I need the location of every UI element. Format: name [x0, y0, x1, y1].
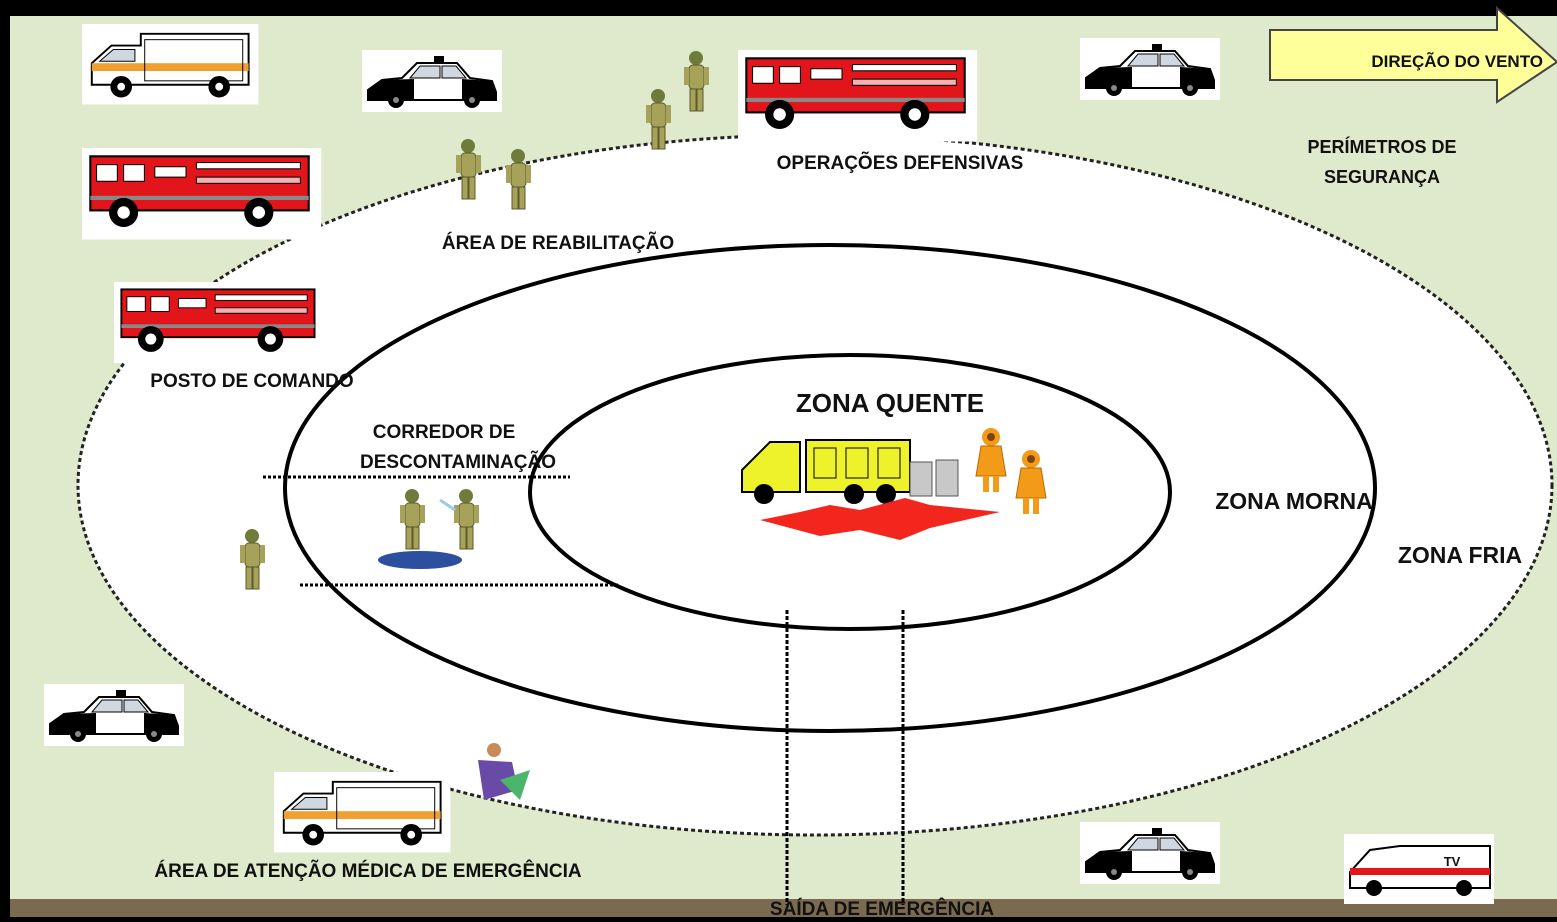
command-post-label: POSTO DE COMANDO: [150, 371, 353, 392]
wind-direction-label: DIREÇÃO DO VENTO: [1371, 51, 1543, 71]
hot-zone-label: ZONA QUENTE: [796, 388, 984, 418]
defensive-operations-label: OPERAÇÕES DEFENSIVAS: [777, 152, 1024, 174]
police-car-top: [361, 49, 503, 113]
decontamination-scene: [378, 488, 480, 569]
decon-corridor-label-line1: CORREDOR DE: [373, 422, 516, 443]
wind-direction-arrow: [1269, 5, 1557, 104]
police-car-top-right: [1079, 37, 1221, 101]
fire-truck-defensive: [736, 48, 979, 143]
safety-perimeters-label-line2: SEGURANÇA: [1324, 167, 1440, 187]
fire-truck-command-post: [113, 281, 327, 364]
bottom-strip: [10, 899, 1557, 917]
tv-van: TV: [1344, 834, 1494, 904]
fire-truck-left: [80, 146, 323, 241]
cold-zone-label: ZONA FRIA: [1398, 542, 1522, 568]
explosion-spill-icon: [760, 498, 1000, 540]
police-car-bottom-left: [43, 683, 185, 747]
police-car-bottom-right: [1079, 821, 1221, 885]
safety-perimeters-label-line1: PERÍMETROS DE: [1307, 136, 1456, 157]
emergency-exit-label: SAÍDA DE EMERGÊNCIA: [770, 898, 994, 917]
warm-zone-label: ZONA MORNA: [1215, 488, 1373, 514]
ambulance-medical-area: [273, 771, 452, 854]
chemical-drums: [909, 459, 959, 497]
tv-van-label: TV: [1444, 854, 1461, 869]
injured-person-icon: [478, 743, 530, 800]
emergency-medical-area-label: ÁREA DE ATENÇÃO MÉDICA DE EMERGÊNCIA: [154, 860, 581, 882]
rehabilitation-area-label: ÁREA DE REABILITAÇÃO: [442, 232, 674, 254]
ambulance-top-left: [81, 23, 260, 106]
hazmat-tanker-truck: [741, 439, 911, 504]
decon-corridor-label-line2: DESCONTAMINAÇÃO: [360, 451, 556, 473]
